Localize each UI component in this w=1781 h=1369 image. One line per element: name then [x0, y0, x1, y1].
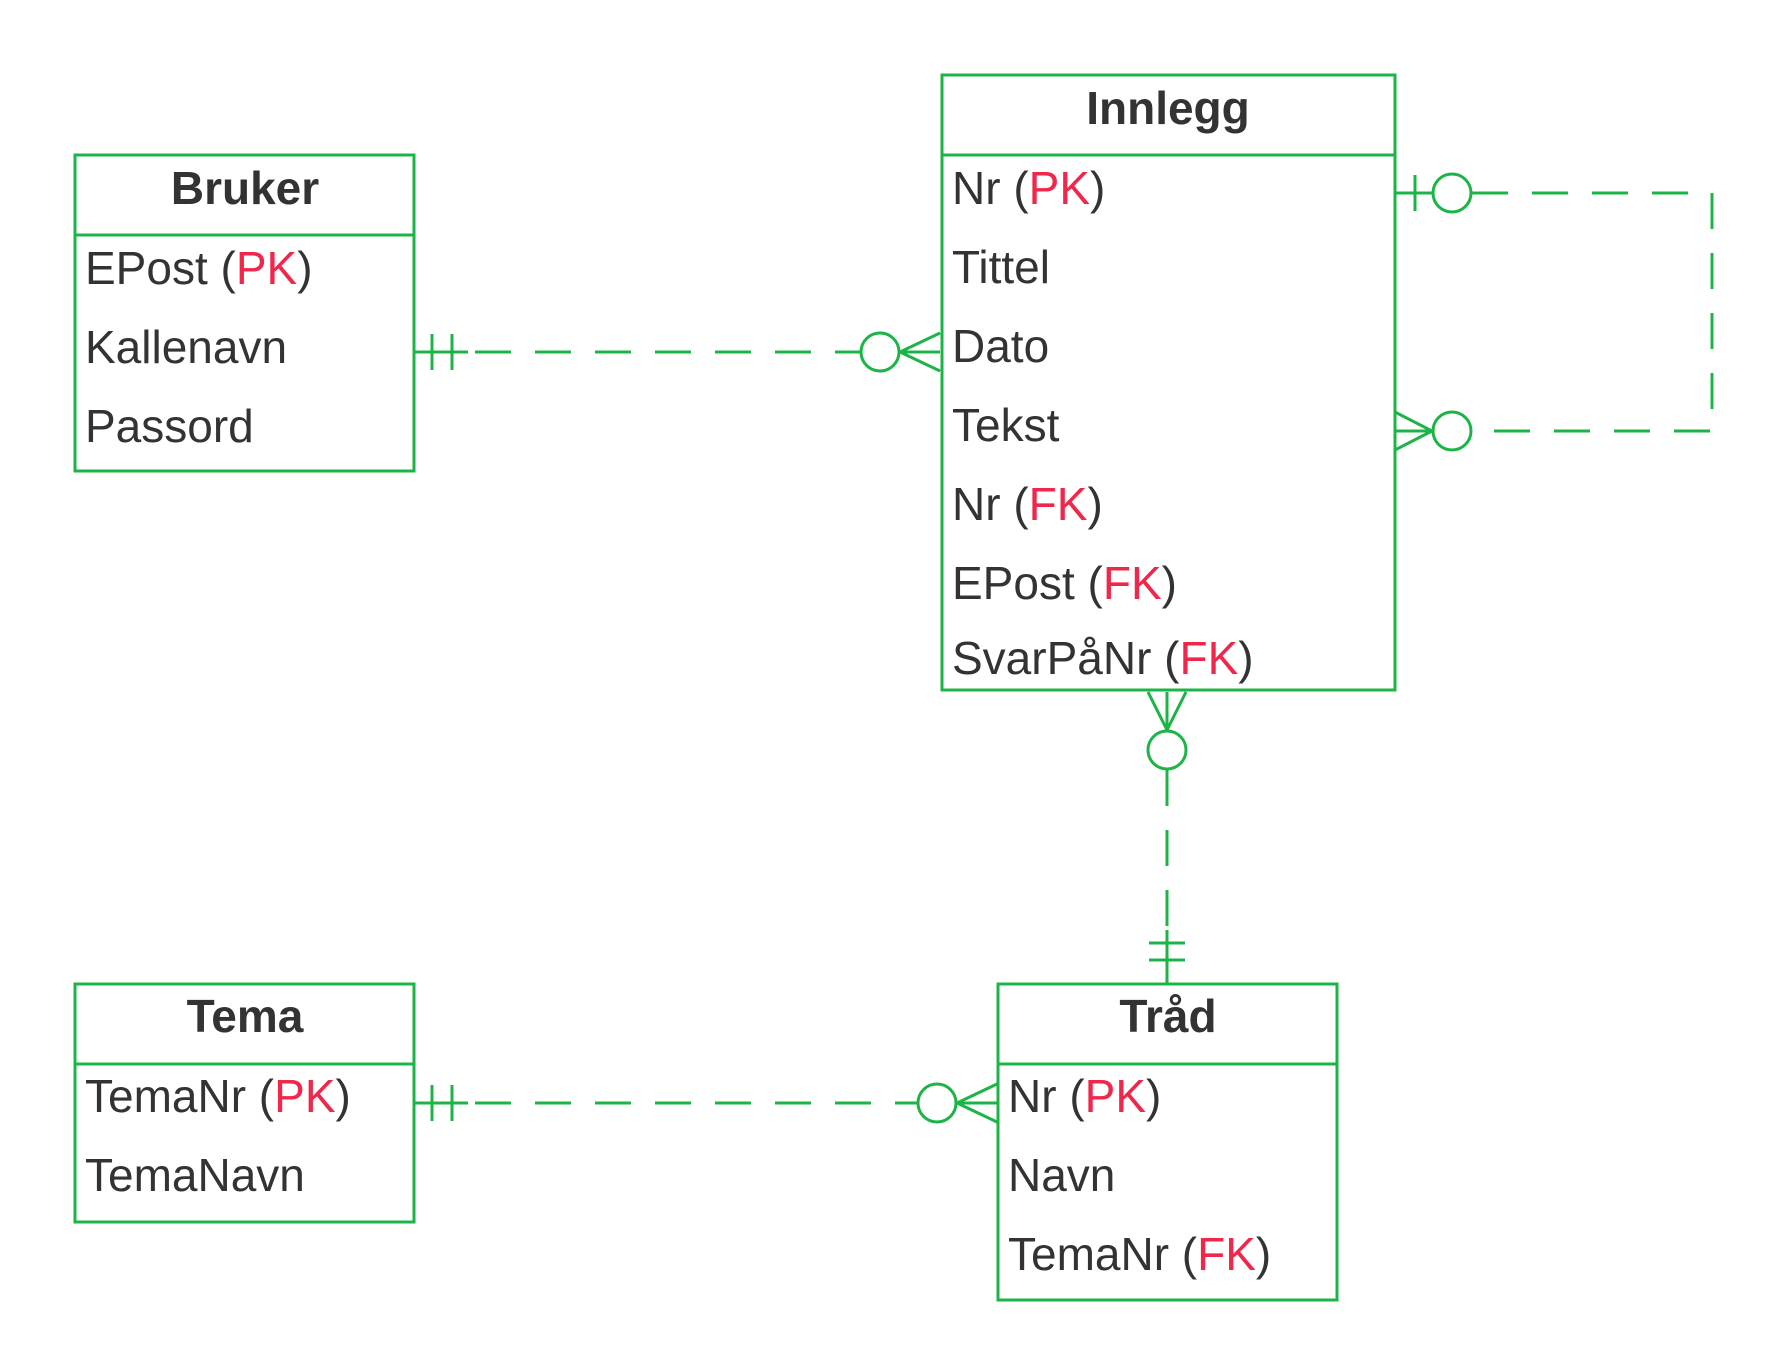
attribute-row: Nr (PK) — [952, 162, 1105, 214]
exactly-one-marker — [1149, 930, 1185, 984]
entity-bruker: Bruker EPost (PK) Kallenavn Passord — [73, 153, 416, 473]
attribute-row: Tittel — [952, 241, 1050, 293]
attribute-row: TemaNr (FK) — [1008, 1228, 1271, 1280]
attribute-row: Kallenavn — [85, 321, 287, 373]
attribute-row: TemaNr (PK) — [85, 1070, 351, 1122]
fk-tag: FK — [1197, 1228, 1256, 1280]
attribute-row: EPost (PK) — [85, 242, 313, 294]
fk-tag: FK — [1180, 632, 1239, 684]
entity-trad: Tråd Nr (PK) Navn TemaNr (FK) — [996, 982, 1339, 1302]
zero-or-many-marker — [1394, 410, 1473, 452]
relationship-tema-trad — [415, 1082, 998, 1124]
exactly-one-marker — [415, 334, 468, 370]
relationship-line — [1472, 191, 1714, 433]
entity-title: Tema — [187, 990, 304, 1042]
zero-or-many-marker — [916, 1082, 998, 1124]
attribute-row: Navn — [1008, 1149, 1115, 1201]
entity-title: Innlegg — [1086, 82, 1250, 134]
entity-title: Bruker — [171, 162, 319, 214]
pk-tag: PK — [1029, 162, 1091, 214]
attribute-row: TemaNavn — [85, 1149, 305, 1201]
attribute-row: Passord — [85, 400, 254, 452]
pk-tag: PK — [236, 242, 298, 294]
fk-tag: FK — [1029, 478, 1088, 530]
zero-or-many-marker — [1146, 691, 1188, 771]
pk-tag: PK — [274, 1070, 336, 1122]
zero-or-one-marker — [1395, 172, 1473, 214]
zero-or-many-marker — [859, 331, 941, 373]
entity-tema: Tema TemaNr (PK) TemaNavn — [73, 982, 416, 1224]
attribute-row: Tekst — [952, 399, 1060, 451]
entity-innlegg: Innlegg Nr (PK) Tittel Dato Tekst Nr (FK… — [940, 73, 1397, 692]
entity-title: Tråd — [1119, 990, 1216, 1042]
relationship-bruker-innlegg — [415, 331, 941, 373]
attribute-row: SvarPåNr (FK) — [952, 632, 1254, 684]
relationship-trad-innlegg — [1146, 691, 1188, 984]
attribute-row: Dato — [952, 320, 1049, 372]
attribute-row: EPost (FK) — [952, 557, 1177, 609]
relationship-innlegg-self — [1394, 172, 1714, 452]
attribute-row: Nr (FK) — [952, 478, 1103, 530]
exactly-one-marker — [415, 1085, 468, 1121]
attribute-row: Nr (PK) — [1008, 1070, 1161, 1122]
pk-tag: PK — [1085, 1070, 1147, 1122]
fk-tag: FK — [1103, 557, 1162, 609]
